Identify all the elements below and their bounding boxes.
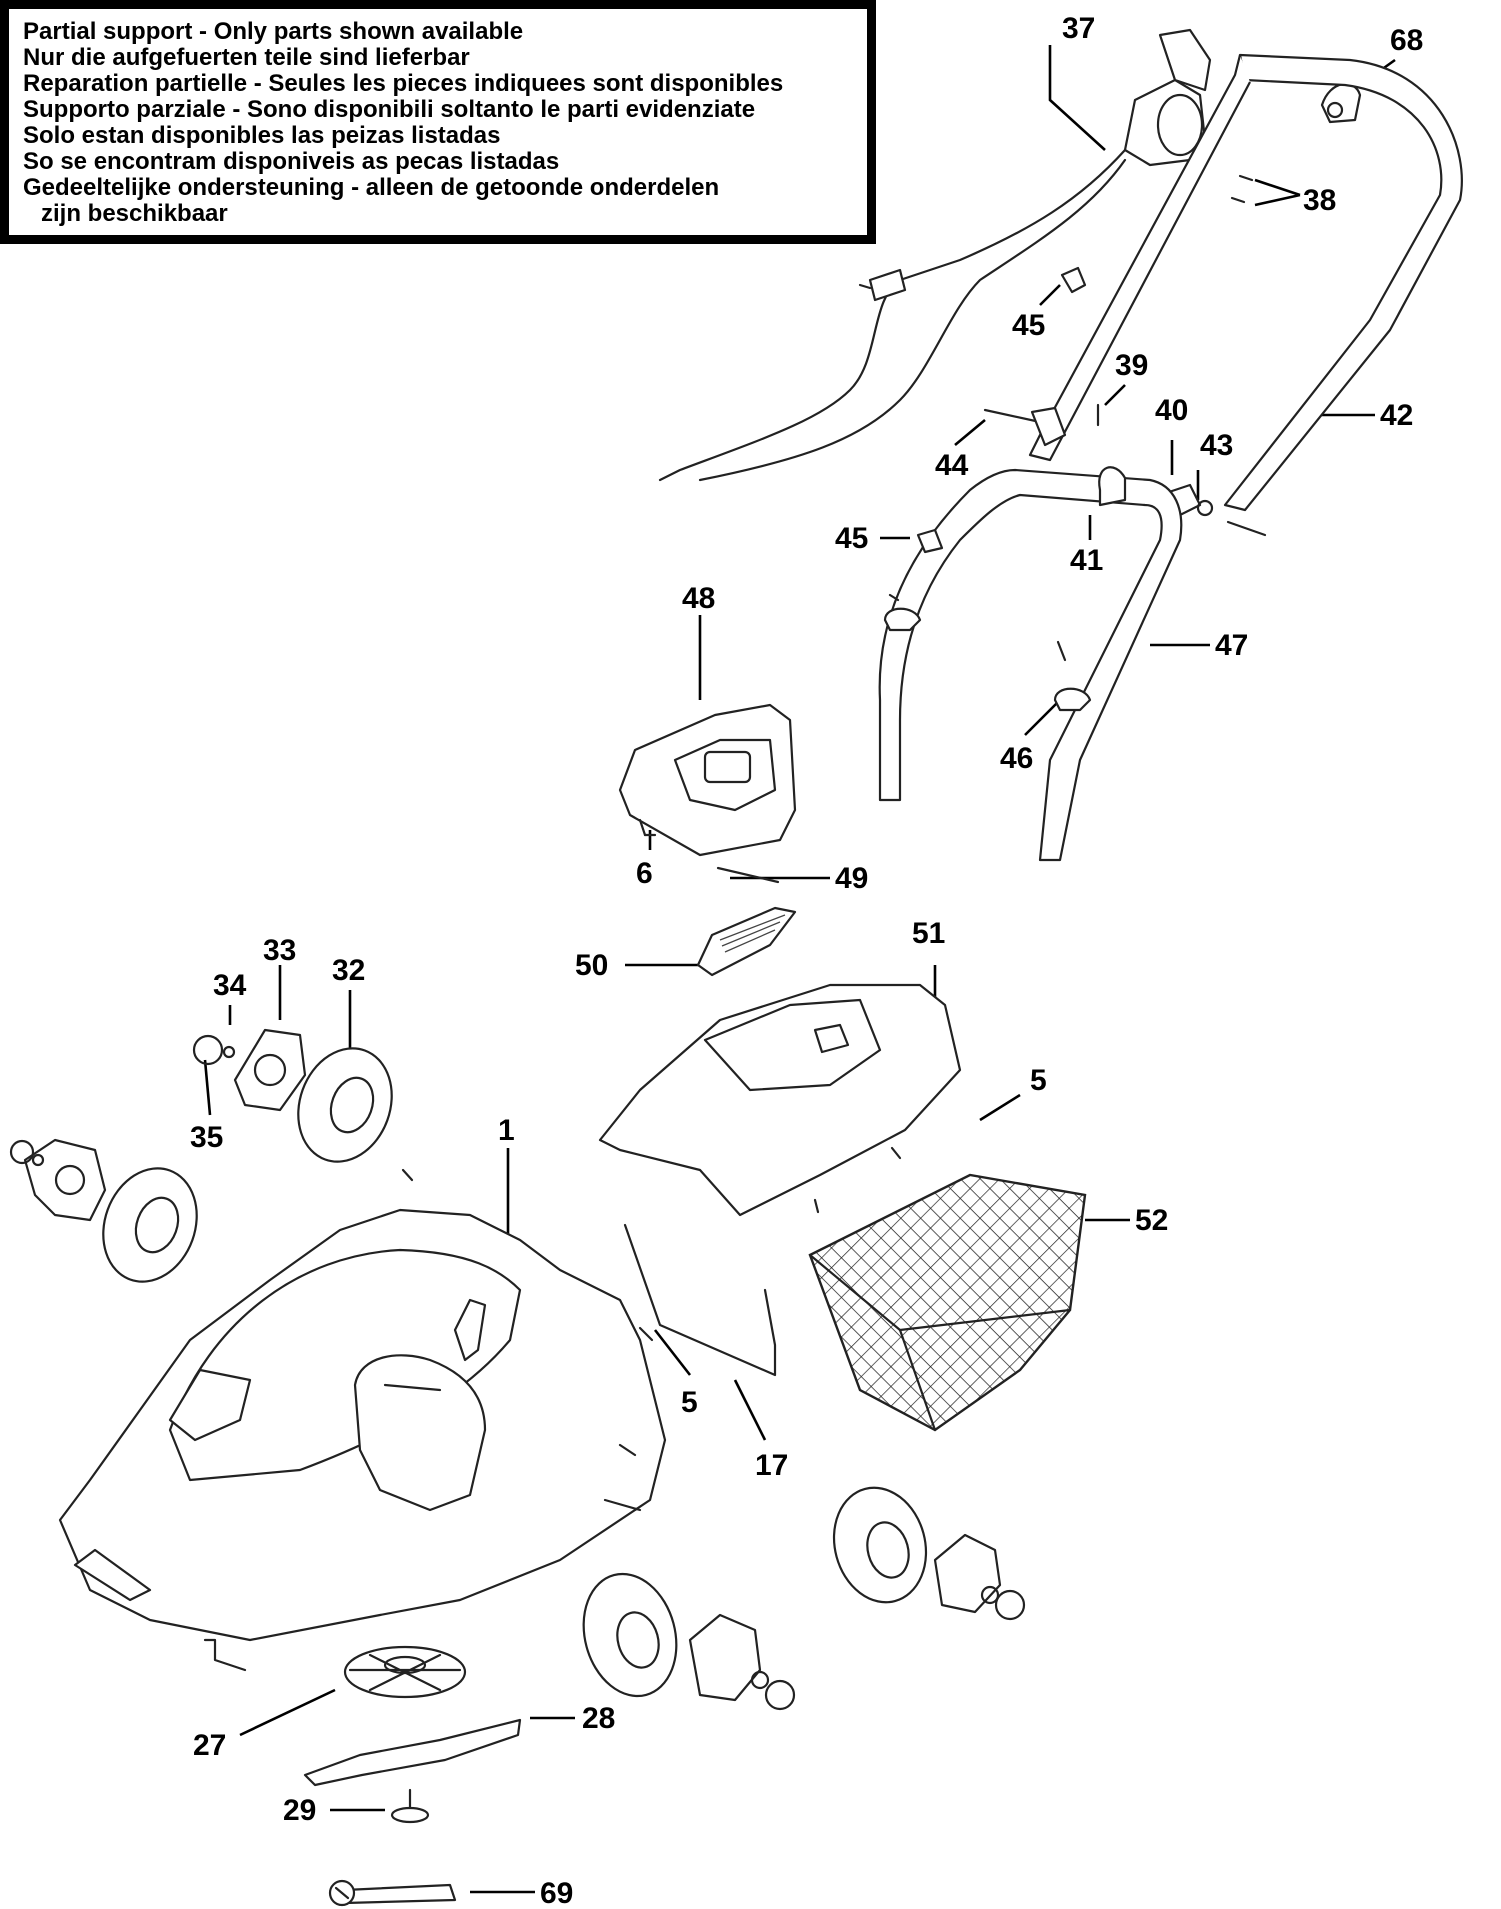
notice-line-es: Solo estan disponibles las peizas listad… (23, 122, 501, 149)
part-5-screws (401, 1146, 902, 1342)
part-1-main-deck (58, 1208, 667, 1672)
part-51-top-cover (598, 983, 962, 1217)
part-48-motor-cover (618, 703, 797, 857)
part-label-32: 32 (332, 954, 365, 987)
part-label-68: 68 (1390, 24, 1423, 57)
part-label-28: 28 (582, 1702, 615, 1735)
part-label-34: 34 (213, 969, 247, 1002)
part-49-pin (716, 866, 780, 884)
part-label-50: 50 (575, 949, 608, 982)
part-37-switch-box (658, 28, 1212, 482)
part-label-43: 43 (1200, 429, 1233, 462)
part-44-bolt-knob (983, 406, 1067, 447)
part-32-wheels (102, 1047, 1026, 1711)
part-label-48: 48 (682, 582, 715, 615)
part-label-41: 41 (1070, 544, 1103, 577)
part-38-screws (1230, 174, 1254, 204)
part-17-box-frame (623, 1223, 777, 1377)
part-label-42: 42 (1380, 399, 1413, 432)
part-27-fan (343, 1645, 467, 1699)
part-label-45-lower: 45 (835, 522, 868, 555)
part-29-blade-bolt (390, 1788, 430, 1824)
part-number-labels: 37 68 38 45 39 40 43 42 44 45 41 47 46 4… (190, 12, 1423, 1909)
part-label-38: 38 (1303, 184, 1336, 217)
notice-line-nl: Gedeeltelijke ondersteuning - alleen de … (23, 174, 720, 201)
notice-line-pt: So se encontram disponiveis as pecas lis… (23, 148, 560, 175)
part-33-wheel-cap (9, 1028, 307, 1222)
part-label-44: 44 (935, 449, 969, 482)
part-label-35: 35 (190, 1121, 223, 1154)
part-label-52: 52 (1135, 1204, 1168, 1237)
notice-line-nl-cont: zijn beschikbaar (41, 200, 228, 227)
partial-support-notice: Partial support - Only parts shown avail… (0, 0, 876, 244)
part-label-39: 39 (1115, 349, 1148, 382)
part-label-49: 49 (835, 862, 868, 895)
part-label-45-upper: 45 (1012, 309, 1045, 342)
part-69-spanner (328, 1879, 457, 1907)
part-46-clips (883, 593, 1092, 712)
part-label-51: 51 (912, 917, 945, 950)
notice-line-en: Partial support - Only parts shown avail… (23, 18, 524, 45)
part-label-47: 47 (1215, 629, 1248, 662)
part-label-5-lower: 5 (681, 1386, 698, 1419)
part-52-grass-box (808, 1173, 1087, 1432)
part-label-69: 69 (540, 1877, 573, 1909)
part-45-upper-clip (1060, 266, 1087, 294)
part-68-cable-clip (1320, 82, 1362, 124)
notice-line-fr: Reparation partielle - Seules les pieces… (23, 70, 784, 97)
part-label-40: 40 (1155, 394, 1188, 427)
part-45-lower-clip (916, 528, 944, 554)
part-label-37: 37 (1062, 12, 1095, 45)
part-42-upper-handle (1028, 53, 1463, 512)
part-label-6: 6 (636, 857, 653, 890)
part-label-46: 46 (1000, 742, 1033, 775)
part-label-1: 1 (498, 1114, 515, 1147)
part-50-grip (696, 906, 797, 977)
part-label-33: 33 (263, 934, 296, 967)
part-28-blade (303, 1718, 522, 1787)
notice-line-de: Nur die aufgefuerten teile sind lieferba… (23, 44, 470, 71)
part-label-29: 29 (283, 1794, 316, 1827)
part-label-27: 27 (193, 1729, 226, 1762)
part-label-5-upper: 5 (1030, 1064, 1047, 1097)
notice-line-it: Supporto parziale - Sono disponibili sol… (23, 96, 756, 123)
part-label-17: 17 (755, 1449, 788, 1482)
part-47-lower-handle (878, 466, 1183, 862)
